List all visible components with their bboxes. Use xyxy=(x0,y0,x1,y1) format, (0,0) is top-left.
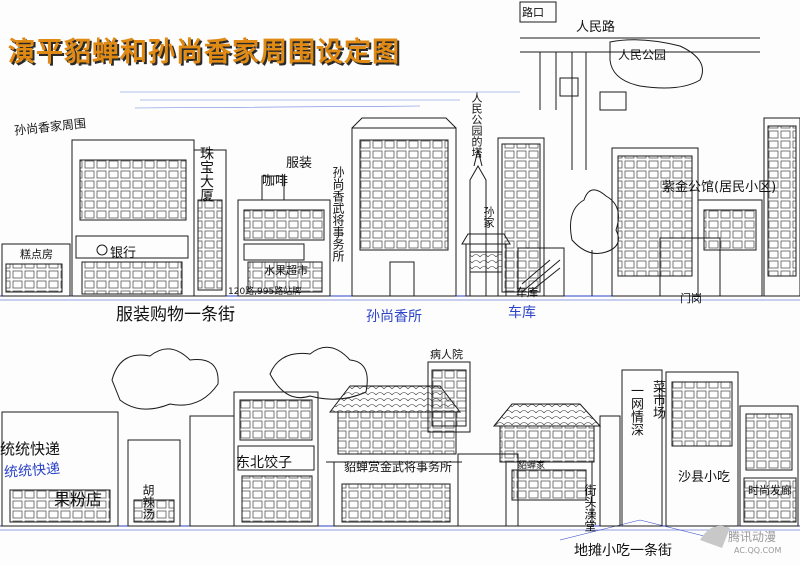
tree-top xyxy=(570,189,619,254)
garage xyxy=(517,247,565,297)
watermark-brand: 腾讯动漫 xyxy=(728,530,777,544)
caption-clothing-street: 服装购物一条街 xyxy=(116,305,235,325)
map-people-road: 人民路 xyxy=(576,20,616,35)
label-express: 统统快递 xyxy=(0,440,61,458)
sheet-title: 演平貂蝉和孙尚香家周围设定图 xyxy=(8,37,400,68)
label-bathhouse: 街头澡堂 xyxy=(583,484,597,532)
market-building xyxy=(621,369,663,527)
park-tower xyxy=(469,164,487,297)
label-bus-stop: 120路,995路站牌 xyxy=(228,287,302,297)
label-gate-post: 门岗 xyxy=(680,292,702,305)
diaochan-home-roof xyxy=(492,403,602,427)
neighborhood-map-sketch xyxy=(519,1,760,170)
tree-sketch-mid xyxy=(269,346,368,400)
map-people-park: 人民公园 xyxy=(618,48,667,62)
top-street-scene xyxy=(0,91,800,301)
label-jewelry-tower: 珠宝大厦 xyxy=(198,146,214,202)
jewelry-tower xyxy=(193,149,227,297)
watermark-url: AC.QQ.COM xyxy=(734,546,782,555)
label-internet-cafe: 一网情深 xyxy=(628,384,643,436)
watermark-logo-icon xyxy=(700,525,730,548)
label-park-tower: 人民公园的塔 xyxy=(470,92,483,158)
shaxian-building xyxy=(665,371,739,527)
label-sun-martial-office: 孙尚香武将事务所 xyxy=(331,166,345,262)
cake-shop-building xyxy=(1,243,71,297)
handwritten-express: 统统快递 xyxy=(3,461,61,481)
label-fruit-supermarket: 水果超市 xyxy=(264,264,308,277)
label-diaochan-home: 貂蝉家 xyxy=(518,461,546,471)
label-cake-shop: 糕点房 xyxy=(20,248,53,261)
label-fruit-shop: 果粉店 xyxy=(54,490,103,509)
label-clothing: 服装 xyxy=(286,156,313,171)
label-fashion-gallery: 时尚发廊 xyxy=(748,484,792,497)
label-diaochan-office: 貂蝉赏金武将事务所 xyxy=(344,460,453,474)
dumpling-shop xyxy=(189,415,235,527)
tree-sketch-left xyxy=(111,348,219,410)
label-residential: 紫金公馆(居民小区) xyxy=(662,180,777,195)
label-dumplings: 东北饺子 xyxy=(236,455,292,471)
internet-cafe xyxy=(599,415,621,527)
label-bank: 银行 xyxy=(110,246,137,261)
label-coffee: 咖啡 xyxy=(262,174,289,189)
label-garage: 车库 xyxy=(516,286,538,299)
handwritten-garage: 车库 xyxy=(508,305,536,321)
map-corner: 路口 xyxy=(522,6,544,19)
label-market: 菜市场 xyxy=(650,380,665,419)
hospital-building xyxy=(427,361,471,433)
label-hospital: 病人院 xyxy=(430,348,463,361)
label-sun-home: 孙家 xyxy=(482,206,495,228)
express-building xyxy=(1,411,119,527)
hot-soup-shop xyxy=(127,439,181,527)
caption-snack-street: 地摊小吃一条街 xyxy=(574,543,672,559)
label-shaxian: 沙县小吃 xyxy=(678,470,731,485)
bottom-street-scene xyxy=(0,346,800,541)
label-hot-soup: 胡辣汤 xyxy=(141,484,155,520)
handwritten-sun-residence: 孙尚香所 xyxy=(366,309,422,325)
